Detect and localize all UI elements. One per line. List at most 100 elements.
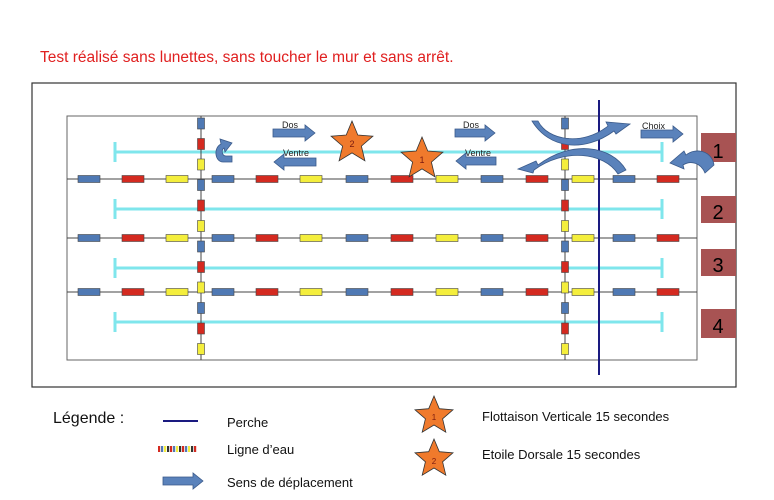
rope-mini-float bbox=[173, 446, 176, 452]
ventre-arrow-1 bbox=[273, 153, 317, 171]
rope-float bbox=[390, 175, 414, 183]
legend-arrow-swatch bbox=[162, 472, 204, 490]
rope-float bbox=[255, 175, 279, 183]
rope-float bbox=[299, 288, 323, 296]
rope-float bbox=[255, 288, 279, 296]
rope-float bbox=[525, 288, 549, 296]
lane-number: 3 bbox=[712, 255, 723, 277]
rope-float bbox=[345, 288, 369, 296]
legend-ligne-label: Ligne d’eau bbox=[227, 442, 294, 457]
dos-arrow-2 bbox=[454, 124, 496, 142]
lane-box-4: 4 bbox=[701, 309, 736, 338]
rope-float bbox=[299, 234, 323, 242]
outer-frame bbox=[31, 82, 737, 388]
rope-mini-float bbox=[194, 446, 197, 452]
rope-float bbox=[77, 234, 101, 242]
rope-float bbox=[571, 234, 595, 242]
rope-float bbox=[571, 288, 595, 296]
rope-float bbox=[656, 234, 680, 242]
dos-label-1: Dos bbox=[282, 120, 299, 130]
star-label-1: 1 bbox=[419, 155, 424, 165]
legend: Légende : Perche Ligne d’eau Sens de dép… bbox=[53, 409, 670, 490]
rope-float bbox=[197, 343, 205, 355]
rope-float bbox=[561, 343, 569, 355]
rope-float bbox=[612, 175, 636, 183]
legend-star2-num: 2 bbox=[432, 457, 437, 466]
rope-mini-float bbox=[182, 446, 185, 452]
rope-mini-float bbox=[164, 446, 167, 452]
rope-float bbox=[345, 175, 369, 183]
dos-label-2: Dos bbox=[463, 120, 480, 130]
legend-perche-label: Perche bbox=[227, 415, 268, 430]
lane-number: 1 bbox=[712, 141, 723, 163]
rope-float bbox=[197, 322, 205, 335]
rope-float bbox=[121, 175, 145, 183]
rope-mini-float bbox=[191, 446, 194, 452]
rope-float bbox=[561, 117, 569, 130]
crossing-arrow-top bbox=[531, 120, 632, 146]
rope-float bbox=[435, 175, 459, 183]
rope-float bbox=[561, 240, 569, 253]
rope-float bbox=[77, 288, 101, 296]
rope-float bbox=[561, 199, 569, 212]
rope-float bbox=[121, 288, 145, 296]
rope-float bbox=[561, 261, 569, 273]
rope-float bbox=[390, 288, 414, 296]
rope-float bbox=[197, 220, 205, 232]
rope-float bbox=[571, 175, 595, 183]
lane-box-3: 3 bbox=[701, 249, 736, 277]
choix-arrow bbox=[640, 125, 684, 143]
rope-mini-float bbox=[188, 446, 191, 452]
rope-float bbox=[197, 240, 205, 253]
rope-float bbox=[165, 288, 189, 296]
rope-float bbox=[197, 302, 205, 314]
rope-float bbox=[197, 158, 205, 171]
rope-mini-float bbox=[170, 446, 173, 452]
rope-float bbox=[197, 117, 205, 130]
rope-float bbox=[255, 234, 279, 242]
star-2-icon bbox=[330, 119, 374, 162]
legend-star1-num: 1 bbox=[432, 413, 437, 422]
legend-star2-label: Etoile Dorsale 15 secondes bbox=[482, 447, 641, 462]
title: Test réalisé sans lunettes, sans toucher… bbox=[40, 49, 454, 66]
rope-float bbox=[561, 220, 569, 232]
rope-float bbox=[480, 175, 504, 183]
rope-float bbox=[211, 234, 235, 242]
rope-float bbox=[561, 179, 569, 191]
ventre-label-2: Ventre bbox=[465, 148, 491, 158]
rope-float bbox=[561, 158, 569, 171]
rope-float bbox=[211, 175, 235, 183]
ventre-label-1: Ventre bbox=[283, 148, 309, 158]
rope-float bbox=[561, 302, 569, 314]
rope-float bbox=[561, 322, 569, 335]
rope-float bbox=[525, 175, 549, 183]
rope-float bbox=[197, 199, 205, 212]
u-turn-arrow-left bbox=[215, 138, 233, 163]
rope-float bbox=[435, 288, 459, 296]
legend-rope-swatch bbox=[158, 446, 197, 452]
star-1-icon bbox=[400, 135, 444, 178]
rope-float bbox=[525, 234, 549, 242]
rope-float bbox=[165, 234, 189, 242]
lane-number: 4 bbox=[712, 316, 723, 338]
rope-mini-float bbox=[179, 446, 182, 452]
legend-star-1-icon bbox=[414, 394, 454, 434]
rope-float bbox=[197, 281, 205, 294]
rope-float bbox=[480, 234, 504, 242]
u-turn-arrow-right bbox=[669, 150, 715, 174]
legend-heading: Légende : bbox=[53, 410, 124, 427]
rope-float bbox=[299, 175, 323, 183]
rope-float bbox=[77, 175, 101, 183]
rope-float bbox=[612, 288, 636, 296]
rope-float bbox=[165, 175, 189, 183]
rope-float bbox=[656, 175, 680, 183]
rope-mini-float bbox=[161, 446, 164, 452]
rope-float bbox=[480, 288, 504, 296]
rope-float bbox=[656, 288, 680, 296]
choix-label: Choix bbox=[642, 121, 666, 131]
rope-float bbox=[561, 281, 569, 294]
rope-float bbox=[121, 234, 145, 242]
rope-mini-float bbox=[167, 446, 170, 452]
rope-float bbox=[197, 261, 205, 273]
